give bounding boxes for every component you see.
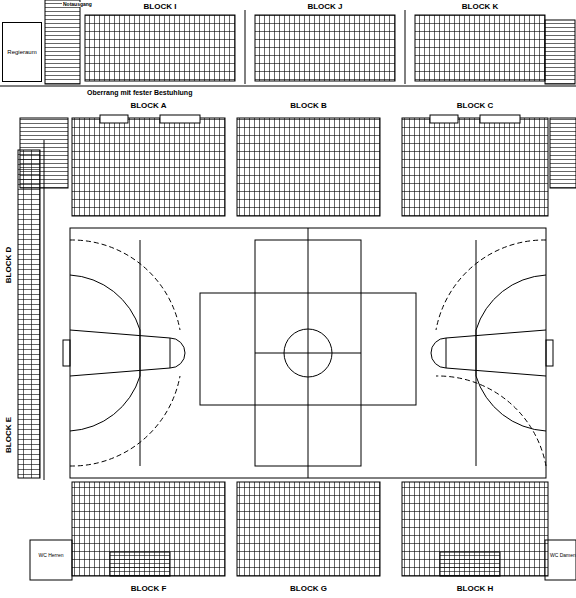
block-title: BLOCK A xyxy=(129,102,167,110)
exit-label: Notausgang xyxy=(62,2,93,7)
block-title: BLOCK J xyxy=(306,3,343,11)
seat-block: BLOCK C xyxy=(402,100,548,216)
block-title: BLOCK I xyxy=(143,3,178,11)
block-title: BLOCK G xyxy=(289,585,328,593)
seat-block: BLOCK K xyxy=(415,1,545,83)
block-title: BLOCK H xyxy=(456,585,494,593)
toilet-room: WC Herren xyxy=(33,550,69,560)
block-title: BLOCK D xyxy=(5,246,13,284)
seat-block: BLOCK E xyxy=(2,400,16,470)
block-title: BLOCK C xyxy=(456,102,494,110)
block-title: BLOCK E xyxy=(5,416,13,454)
seat-block: BLOCK I xyxy=(85,1,235,83)
block-title: BLOCK B xyxy=(289,102,327,110)
control-room: Regieraum xyxy=(2,22,42,82)
seat-block: BLOCK D xyxy=(2,230,16,300)
seat-block: BLOCK F xyxy=(72,482,225,594)
block-title: BLOCK F xyxy=(130,585,168,593)
seat-block: BLOCK J xyxy=(255,1,395,83)
seat-block: BLOCK A xyxy=(72,100,225,216)
seat-block: BLOCK G xyxy=(237,482,380,594)
room-name: WC Damen xyxy=(549,553,576,558)
seat-block: BLOCK B xyxy=(237,100,380,216)
room-name: WC Herren xyxy=(37,553,64,558)
toilet-room: WC Damen xyxy=(547,550,576,560)
room-name: Regieraum xyxy=(6,49,37,55)
block-title: BLOCK K xyxy=(461,3,499,11)
tier-note: Oberrang mit fester Bestuhlung xyxy=(86,89,193,96)
seat-block: BLOCK H xyxy=(402,482,548,594)
